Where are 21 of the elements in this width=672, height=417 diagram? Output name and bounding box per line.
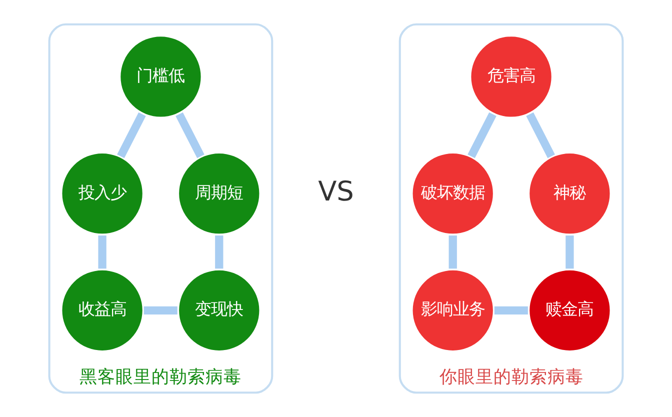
node-circle: 赎金高	[526, 268, 612, 354]
connector	[176, 112, 204, 158]
connector	[215, 235, 224, 269]
connector	[526, 112, 555, 158]
node-circle: 变现快	[176, 268, 262, 354]
label: VS	[318, 176, 354, 208]
node-circle: 影响业务	[410, 268, 496, 354]
node-circle: 投入少	[60, 150, 146, 236]
connector	[117, 112, 146, 158]
node-circle: 门槛低	[118, 34, 204, 120]
node-circle: 周期短	[176, 150, 262, 236]
node-circle: 危害高	[468, 34, 554, 120]
connector	[448, 235, 457, 269]
node-circle: 神秘	[526, 150, 612, 236]
node-circle: 破坏数据	[410, 150, 496, 236]
connector	[494, 306, 528, 314]
connector	[98, 235, 106, 269]
connector	[468, 112, 496, 158]
connector	[566, 235, 574, 269]
node-circle: 收益高	[60, 268, 146, 354]
connector	[144, 306, 178, 314]
